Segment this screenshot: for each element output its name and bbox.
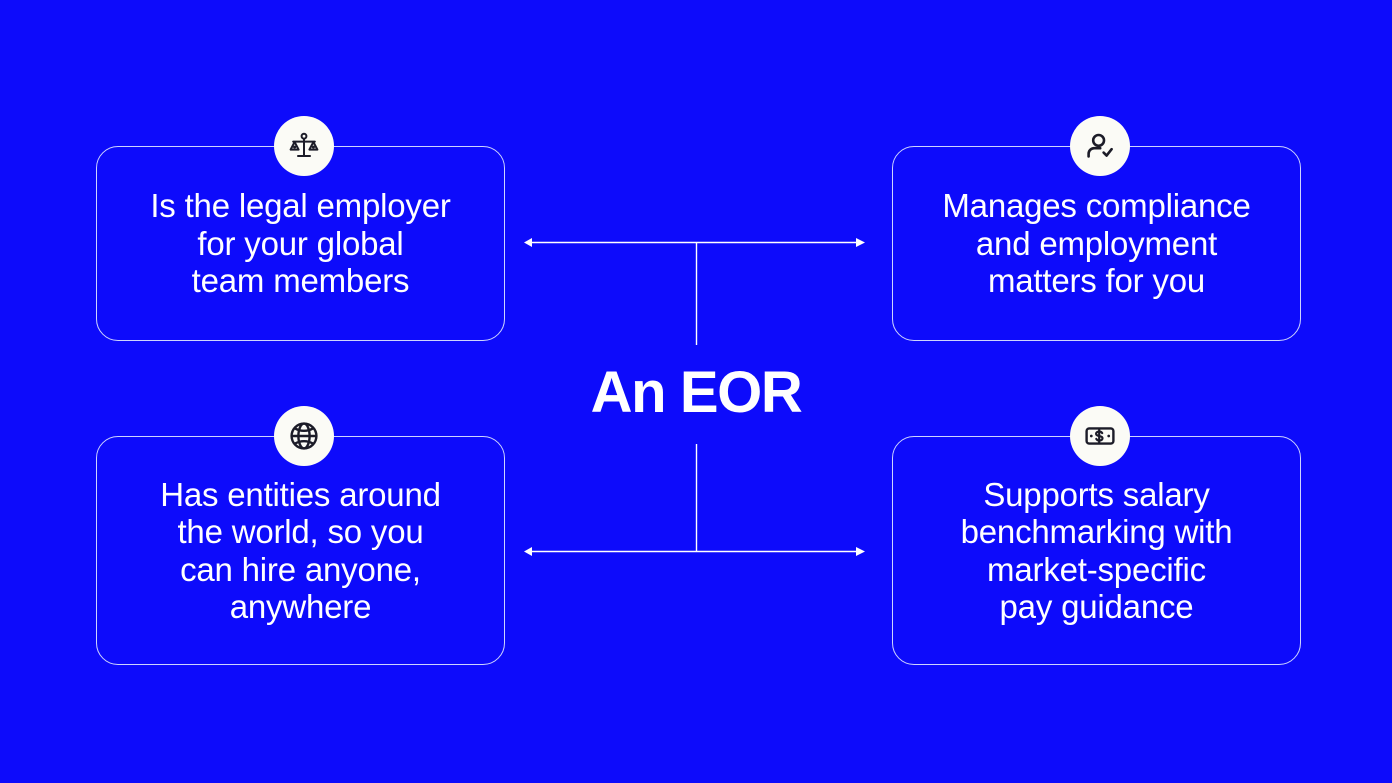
card-legal-employer[interactable]: Is the legal employer for your global te…: [96, 146, 505, 341]
globe-badge: [274, 406, 334, 466]
user-check-badge: [1070, 116, 1130, 176]
card-text: Has entities around the world, so you ca…: [160, 475, 441, 626]
card-text: Manages compliance and employment matter…: [942, 187, 1251, 300]
globe-icon: [290, 422, 318, 450]
scales-of-justice-icon: [289, 132, 319, 157]
card-salary-benchmarking[interactable]: Supports salary benchmarking with market…: [892, 436, 1301, 665]
card-text: Supports salary benchmarking with market…: [960, 475, 1233, 626]
card-global-entities[interactable]: Has entities around the world, so you ca…: [96, 436, 505, 665]
center-concept-label: An EOR: [590, 360, 803, 425]
banknote-dollar-badge: [1070, 406, 1130, 466]
card-text: Is the legal employer for your global te…: [150, 187, 451, 300]
card-compliance[interactable]: Manages compliance and employment matter…: [892, 146, 1301, 341]
scales-of-justice-badge: [274, 116, 334, 176]
user-check-icon: [1087, 133, 1113, 158]
banknote-dollar-icon: [1085, 427, 1115, 445]
